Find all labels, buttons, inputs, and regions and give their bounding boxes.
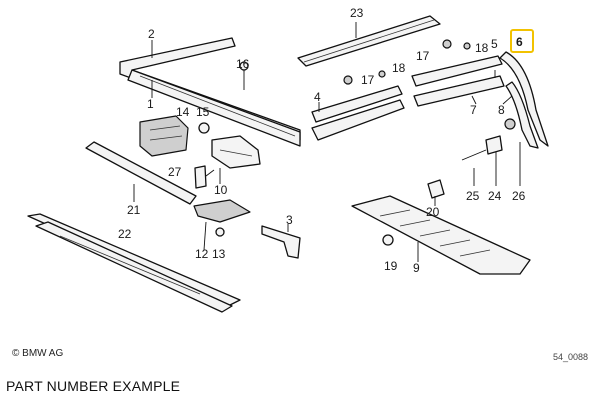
part-plate-12 (193, 199, 251, 223)
callout-19: 19 (384, 259, 398, 273)
part-clips-17-18 (343, 39, 471, 85)
part-clip-20 (427, 179, 445, 199)
callout-21: 21 (127, 203, 141, 217)
part-nut-15 (198, 122, 210, 134)
highlight-box-6 (510, 29, 534, 53)
part-hinge-10 (211, 135, 261, 169)
leader-lines (133, 22, 521, 262)
drawing-number-label: 54_0088 (552, 352, 588, 362)
part-bolt-13 (215, 227, 225, 237)
callout-17-top: 17 (416, 49, 430, 63)
callout-2: 2 (148, 27, 155, 41)
callout-25: 25 (466, 189, 480, 203)
callout-18-mid: 18 (392, 61, 406, 75)
callout-24: 24 (488, 189, 502, 203)
part-bracket-14 (139, 115, 189, 157)
callout-6: 6 (516, 35, 523, 49)
part-bumper-27 (194, 165, 207, 189)
part-pillar-6 (499, 51, 549, 149)
callout-27: 27 (168, 165, 182, 179)
part-cap-24 (485, 118, 516, 155)
part-screw-16 (239, 61, 249, 90)
part-strip-23 (297, 15, 441, 67)
callout-8: 8 (498, 103, 505, 117)
part-trim-3 (261, 225, 301, 259)
part-rail-22 (27, 213, 241, 313)
callout-15: 15 (196, 105, 210, 119)
callout-1: 1 (147, 97, 154, 111)
callout-12: 12 (195, 247, 209, 261)
callout-22: 22 (118, 227, 132, 241)
callout-20: 20 (426, 205, 440, 219)
callout-5: 5 (491, 37, 498, 51)
callout-labels: 2 1 23 16 17 18 5 6 17 18 4 7 8 14 15 27… (118, 6, 534, 275)
callout-17-mid: 17 (361, 73, 375, 87)
callout-23: 23 (350, 6, 364, 20)
callout-10: 10 (214, 183, 228, 197)
callout-13: 13 (212, 247, 226, 261)
caption-text: PART NUMBER EXAMPLE (6, 378, 181, 394)
callout-3: 3 (286, 213, 293, 227)
part-screw-25 (461, 149, 487, 161)
callout-16: 16 (236, 57, 250, 71)
callout-9: 9 (413, 261, 420, 275)
part-frame-left (119, 37, 301, 147)
callout-18-top: 18 (475, 41, 489, 55)
part-plug-19 (382, 234, 394, 246)
copyright-label: © BMW AG (12, 348, 64, 359)
part-sill-9 (351, 195, 531, 275)
part-rod-21 (85, 141, 197, 205)
part-channel-5 (411, 55, 505, 107)
callout-7: 7 (470, 103, 477, 117)
callout-14: 14 (176, 105, 190, 119)
callout-4: 4 (314, 90, 321, 104)
callout-26: 26 (512, 189, 526, 203)
part-seal-4 (311, 85, 405, 141)
parts-diagram: 2 1 23 16 17 18 5 6 17 18 4 7 8 14 15 27… (27, 6, 549, 313)
